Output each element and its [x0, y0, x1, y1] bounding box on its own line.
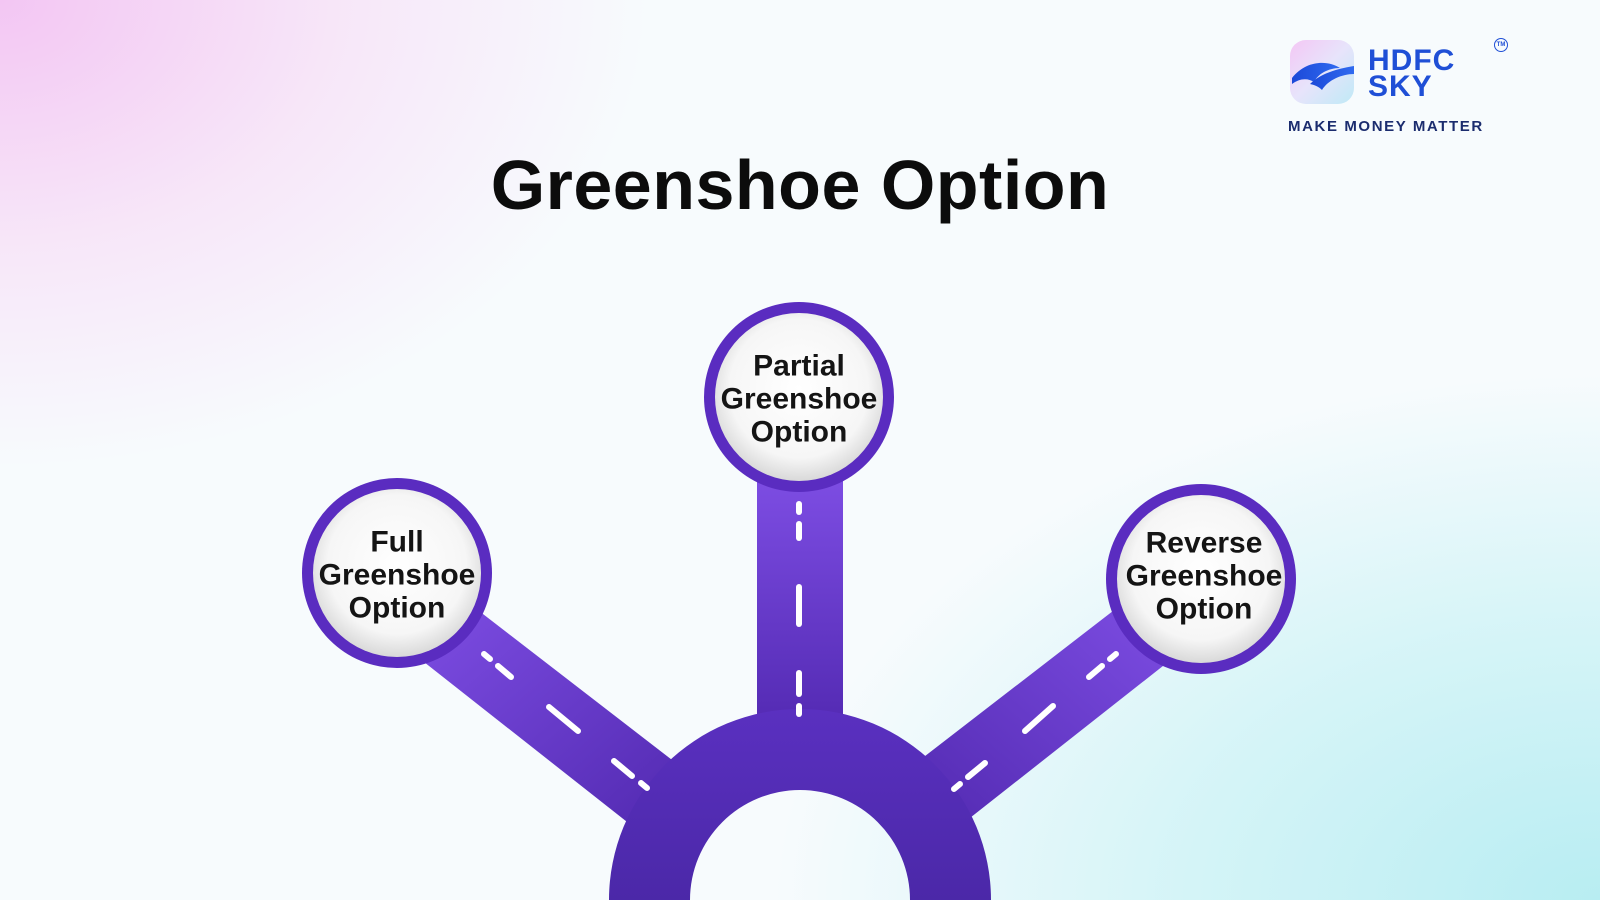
node-label-line: Option — [1155, 592, 1253, 626]
node-full-greenshoe — [302, 478, 492, 668]
logo-text-sky: SKY — [1368, 70, 1433, 103]
node-label-line: Greenshoe — [318, 558, 476, 592]
node-label-line: Option — [750, 415, 848, 449]
logo-tagline: MAKE MONEY MATTER — [1288, 118, 1484, 135]
node-reverse-greenshoe — [1106, 484, 1296, 674]
lane-dashes-left — [481, 651, 650, 791]
hdfc-sky-logo-icon — [1290, 40, 1354, 104]
node-label-line: Option — [348, 591, 446, 625]
node-label-full: Full Greenshoe Option — [307, 526, 487, 625]
node-partial-greenshoe — [704, 302, 894, 492]
node-label-line: Full — [370, 525, 424, 559]
node-label-line: Greenshoe — [1125, 559, 1283, 593]
node-label-partial: Partial Greenshoe Option — [709, 350, 889, 449]
node-label-line: Partial — [753, 349, 845, 383]
node-label-line: Greenshoe — [720, 382, 878, 416]
brand-logo: HDFC SKY TM MAKE MONEY MATTER — [1288, 38, 1528, 138]
lane-dashes-right — [951, 651, 1119, 792]
roundabout — [609, 709, 991, 900]
trademark-symbol: TM — [1494, 38, 1508, 52]
node-label-reverse: Reverse Greenshoe Option — [1114, 527, 1294, 626]
page-title: Greenshoe Option — [490, 146, 1110, 224]
road-left — [424, 604, 698, 840]
node-label-line: Reverse — [1145, 526, 1263, 560]
logo-text-hdfc: HDFC — [1368, 44, 1456, 77]
